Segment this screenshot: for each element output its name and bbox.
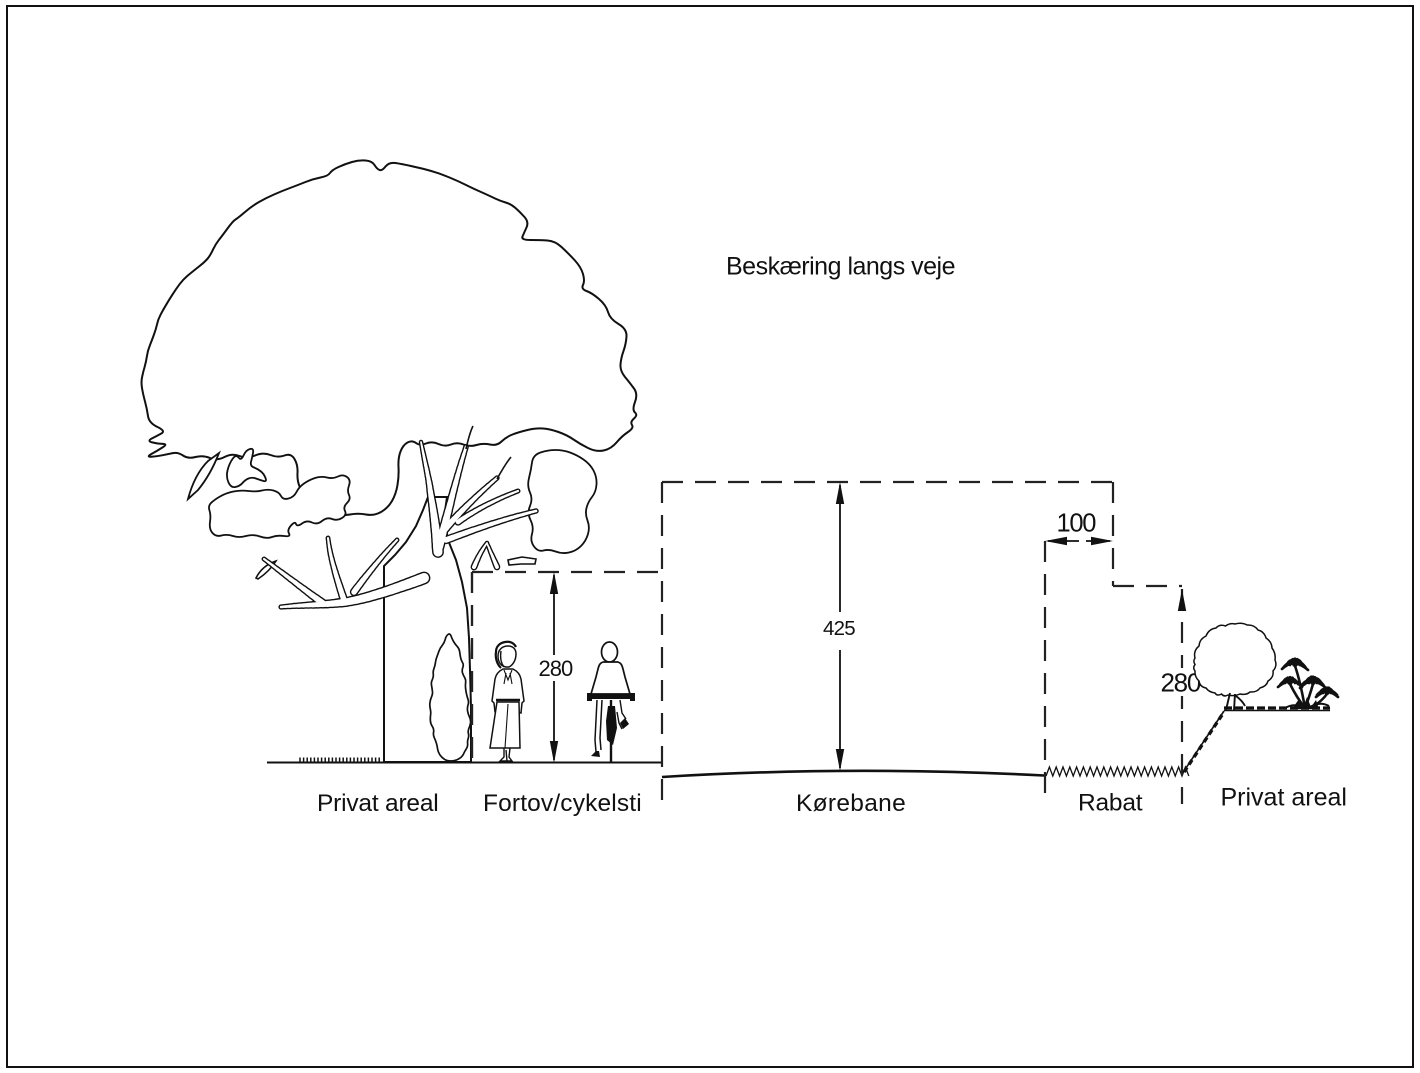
svg-text:425: 425 — [823, 617, 855, 640]
svg-text:Privat areal: Privat areal — [317, 790, 439, 817]
svg-text:Rabat: Rabat — [1078, 790, 1143, 817]
svg-text:100: 100 — [1057, 510, 1097, 538]
svg-text:Fortov/cykelsti: Fortov/cykelsti — [483, 790, 642, 817]
svg-text:Beskæring langs veje: Beskæring langs veje — [726, 253, 955, 281]
svg-text:280: 280 — [539, 656, 573, 681]
svg-text:Kørebane: Kørebane — [796, 790, 906, 817]
svg-text:Privat areal: Privat areal — [1221, 784, 1347, 812]
